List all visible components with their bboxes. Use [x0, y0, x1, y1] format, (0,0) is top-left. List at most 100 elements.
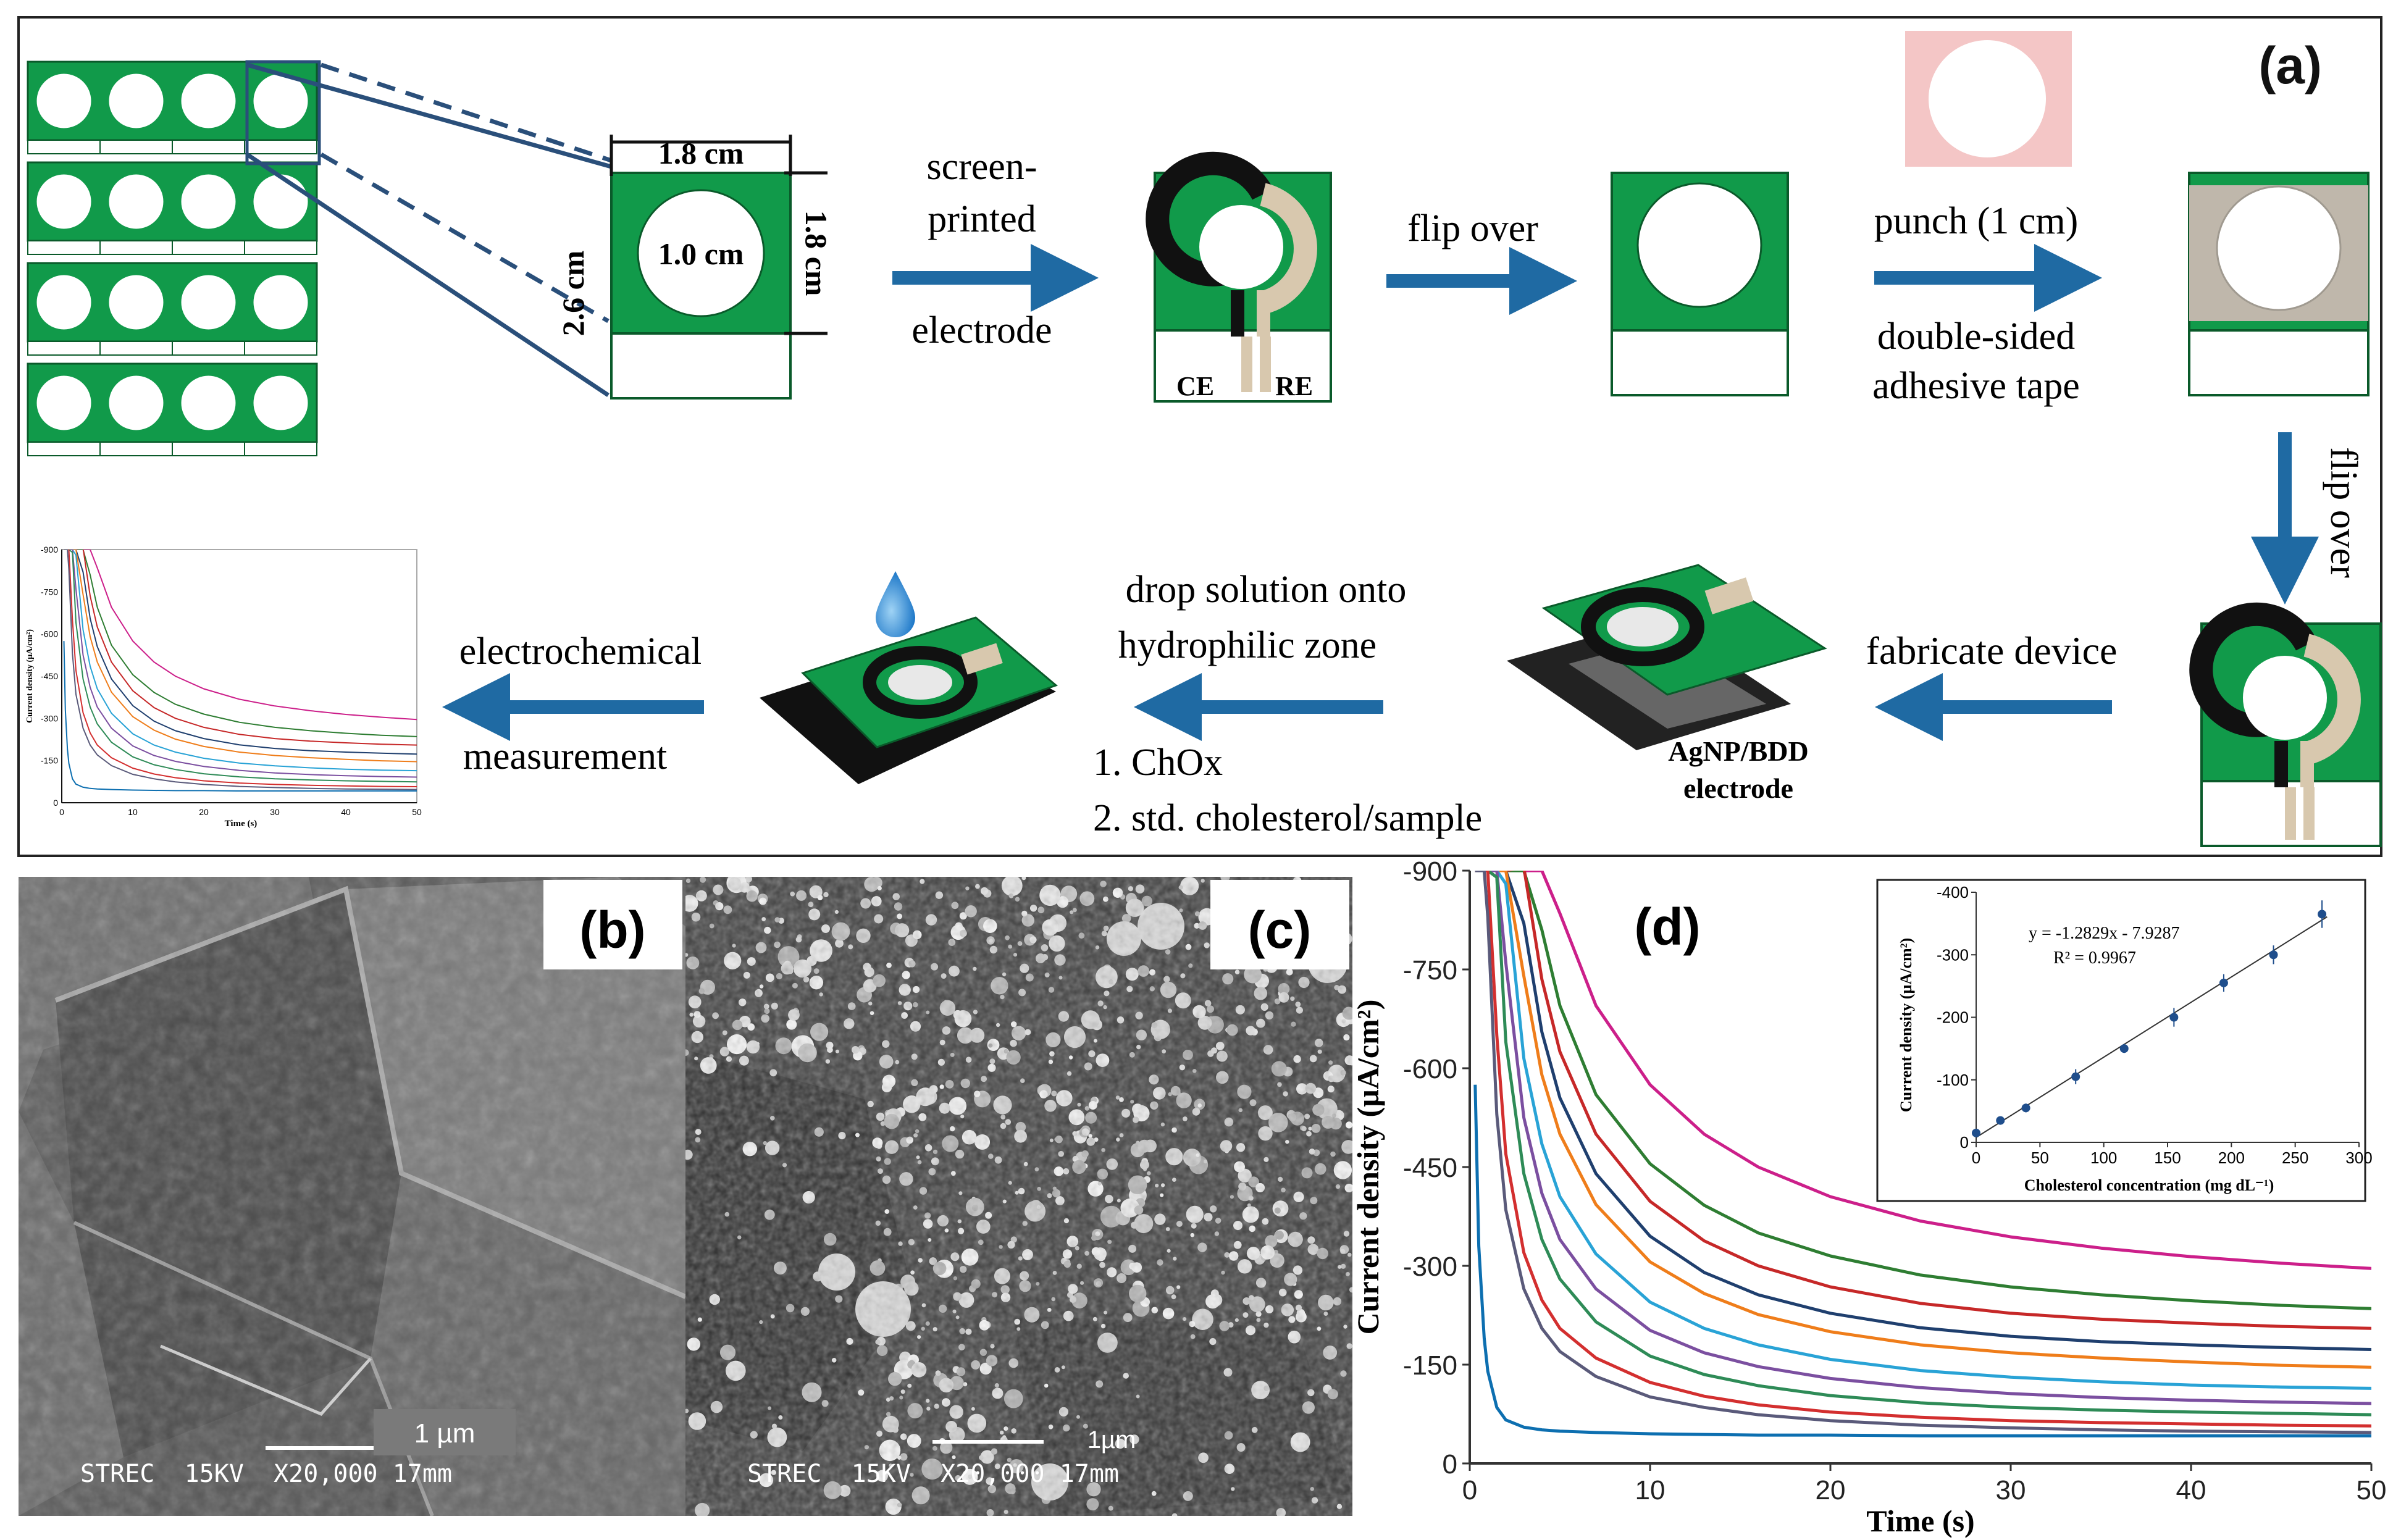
chart-d-ytick-label: -300 — [1403, 1252, 1457, 1282]
panel-a: (a) 1.8 cm 1.0 cm 2.6 cm 1.8 cm screen- — [17, 16, 2382, 857]
sheet-hole — [181, 375, 236, 430]
scale-label-c: 1µm — [1087, 1426, 1136, 1454]
panel-d-label: (d) — [1634, 898, 1700, 956]
chart-d-series-line — [1475, 871, 2371, 1405]
step-measurement-2: measurement — [463, 735, 668, 777]
inset-ytick-label: 0 — [1960, 1133, 1969, 1152]
thumb-series-line — [64, 550, 417, 772]
thumb-series-line — [64, 550, 417, 746]
inset-point — [2219, 978, 2228, 987]
step-screen-printed-2: printed — [928, 198, 1036, 240]
label-re: RE — [1275, 371, 1313, 401]
thumb-xtick-label: 10 — [128, 807, 138, 817]
sheet-hole — [253, 174, 308, 229]
thumb-series-line — [64, 550, 417, 721]
chart-d-series-line — [1475, 871, 2371, 1310]
thumb-series-line — [63, 641, 417, 792]
thumb-ytick-label: -900 — [41, 545, 58, 554]
chart-d-ylabel: Current density (µA/cm²) — [1351, 1000, 1385, 1335]
panel-c — [685, 877, 1352, 1516]
chart-d-xtick-label: 0 — [1462, 1475, 1477, 1505]
chart-d-ytick-label: -150 — [1403, 1350, 1457, 1381]
step-flip-over: flip over — [1407, 207, 1538, 249]
inset-xtick-label: 300 — [2345, 1149, 2372, 1167]
chart-d-ytick-label: -750 — [1403, 955, 1457, 986]
chart-d-xtick-label: 30 — [1996, 1475, 2026, 1505]
inset-point — [1972, 1128, 1980, 1137]
step-flip-over-vertical: flip over — [2323, 447, 2365, 578]
inset-point — [2169, 1013, 2179, 1022]
printed-electrode — [1146, 151, 1332, 403]
agnp-label-1: AgNP/BDD — [1668, 735, 1808, 767]
thumb-ytick-label: 0 — [53, 798, 58, 808]
step-drop-item-2: 2. std. cholesterol/sample — [1093, 797, 1482, 839]
inset-ylabel: Current density (µA/cm²) — [1897, 938, 1915, 1112]
dim-side: 1.8 cm — [799, 211, 834, 296]
sheet-hole — [36, 73, 91, 128]
chart-d-ytick-label: -600 — [1403, 1054, 1457, 1084]
panel-c-label-box — [1210, 880, 1349, 969]
scale-label-b: 1 µm — [414, 1418, 476, 1449]
sheet-hole — [109, 174, 164, 229]
thumb-xtick-label: 40 — [341, 807, 351, 817]
sheet-hole — [36, 275, 91, 330]
step-drop-1: drop solution onto — [1126, 569, 1407, 611]
inset-point — [2021, 1103, 2030, 1113]
chart-d-xtick-label: 40 — [2176, 1475, 2206, 1505]
step-drop-item-1: 1. ChOx — [1093, 742, 1223, 784]
chart-d-series-line — [1475, 871, 2371, 1428]
step-screen-printed-3: electrode — [911, 309, 1052, 351]
assembled-electrode — [2189, 602, 2382, 847]
sheet-hole — [109, 275, 164, 330]
sheet-hole — [36, 174, 91, 229]
punched-tape — [1905, 31, 2072, 167]
inset-point — [2119, 1044, 2129, 1053]
panel-c-label: (c) — [1248, 901, 1312, 959]
dim-hole: 1.0 cm — [658, 236, 744, 271]
thumb-ylabel: Current density (µA/cm²) — [25, 629, 35, 723]
chart-d-xlabel: Time (s) — [1866, 1504, 1974, 1538]
droplet-icon — [876, 571, 915, 637]
single-electrode — [610, 135, 828, 400]
agnp-label-2: electrode — [1683, 772, 1793, 804]
inset-r2: R² = 0.9967 — [2053, 948, 2136, 968]
sheet-hole — [109, 73, 164, 128]
thumb-series-line — [64, 550, 417, 763]
step-fabricate: fabricate device — [1866, 629, 2118, 672]
electrode-sheet — [27, 60, 321, 456]
zoom-lines — [246, 62, 613, 397]
sem-footer-b: STREC 15KV X20,000 17mm — [80, 1460, 452, 1488]
thumb-ytick-label: -300 — [41, 713, 58, 723]
flipped-electrode — [1611, 172, 1789, 396]
sheet-hole — [253, 275, 308, 330]
chart-d-xtick-label: 50 — [2357, 1475, 2387, 1505]
step-screen-printed-1: screen- — [927, 146, 1037, 188]
panel-a-label: (a) — [2258, 36, 2322, 94]
chart-d-series-line — [1475, 871, 2371, 1330]
thumb-series-line — [64, 550, 417, 790]
inset-xlabel: Cholesterol concentration (mg dL⁻¹) — [2024, 1176, 2274, 1194]
panel-b-label: (b) — [579, 901, 645, 959]
inset-ytick-label: -200 — [1937, 1008, 1969, 1027]
sheet-hole — [253, 375, 308, 430]
thumb-series-line — [64, 550, 417, 737]
sheet-hole — [36, 375, 91, 430]
chart-d-series-line — [1475, 871, 2371, 1390]
dim-height: 2.6 cm — [556, 251, 590, 337]
thumb-ytick-label: -450 — [41, 671, 58, 681]
inset-xtick-label: 150 — [2154, 1149, 2181, 1167]
step-punch: punch (1 cm) — [1874, 200, 2079, 242]
sheet-hole — [253, 73, 308, 128]
thumb-xtick-label: 0 — [59, 807, 64, 817]
chart-d-series-line — [1475, 871, 2371, 1270]
step-tape-1: double-sided — [1877, 316, 2075, 358]
thumb-ytick-label: -600 — [41, 629, 58, 639]
thumb-xtick-label: 30 — [270, 807, 280, 817]
sheet-hole — [181, 174, 236, 229]
dim-width: 1.8 cm — [658, 136, 744, 170]
inset-equation: y = -1.2829x - 7.9287 — [2029, 924, 2179, 943]
inset-point — [2269, 950, 2278, 960]
